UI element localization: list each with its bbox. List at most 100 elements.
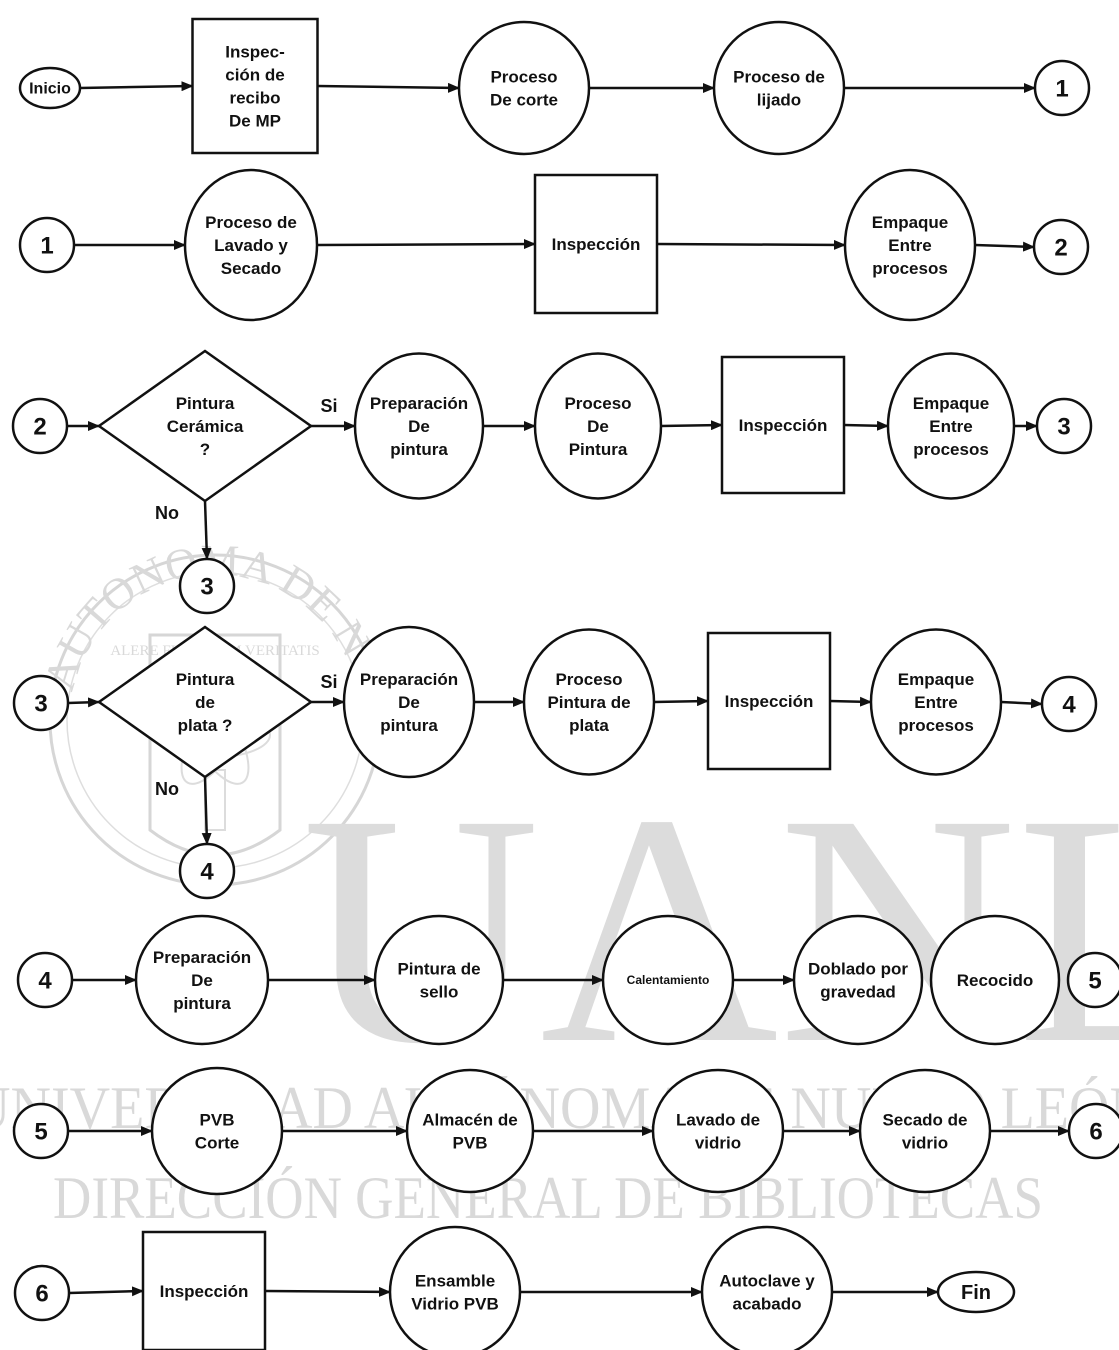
process-ellipse: [183, 168, 319, 322]
node-label-line: De MP: [229, 111, 281, 130]
node-label-line: gravedad: [820, 982, 896, 1001]
connector-node-r3_conn_in: 2: [11, 397, 69, 455]
process-ellipse: [405, 1068, 535, 1194]
node-label-line: Inspec-: [225, 42, 285, 61]
connector-node-r3_conn_no: 3: [178, 557, 236, 615]
edge-label-no: No: [155, 503, 179, 523]
flow-arrow-r1_box-to-r1_c1: [317, 82, 460, 93]
page-connector: [1066, 951, 1119, 1009]
ellipse-node-r5_c3: Calentamiento: [601, 914, 735, 1046]
node-label-line: Pintura: [176, 670, 235, 689]
page-connector: [18, 216, 76, 274]
flow-arrow-r2_box-to-r2_c2: [656, 239, 846, 250]
terminal-node-fin: Fin: [936, 1270, 1016, 1314]
node-label-line: lijado: [757, 90, 801, 109]
page-connector: [12, 674, 70, 732]
node-label-line: pintura: [390, 440, 448, 459]
process-ellipse: [712, 20, 846, 156]
process-ellipse: [134, 914, 270, 1046]
node-label-line: Proceso: [490, 67, 557, 86]
page-connector: [1033, 59, 1091, 117]
node-label-line: Empaque: [898, 670, 975, 689]
node-label-line: Recocido: [957, 971, 1034, 990]
connector-node-r4_conn_no: 4: [178, 842, 236, 900]
rect-node-r3_box: Inspección: [720, 355, 846, 495]
flow-arrow-r7_conn_in-to-r7_box: [68, 1286, 144, 1297]
flow-arrow-r4_box-to-r4_c3: [829, 696, 872, 707]
node-label-line: Cerámica: [167, 417, 244, 436]
node-label-line: Fin: [961, 1282, 991, 1304]
page-connector: [1035, 397, 1093, 455]
node-label-line: PVB: [200, 1110, 235, 1129]
node-label-line: plata: [569, 716, 609, 735]
node-label-line: Entre: [914, 693, 957, 712]
process-ellipse: [457, 20, 591, 156]
flow-arrow-r4_c3-to-r4_conn_out: [1000, 698, 1043, 709]
flow-arrow-inicio-to-r1_box: [79, 81, 194, 92]
inspection-box: [191, 17, 319, 155]
page-connector: [1032, 218, 1090, 276]
node-label-line: ción de: [225, 65, 285, 84]
flow-arrow-r3_box-to-r3_c3: [843, 420, 889, 431]
flow-arrow-r3_c2-to-r3_box: [660, 420, 723, 431]
page-connector: [11, 397, 69, 455]
node-label-line: Pintura: [569, 440, 628, 459]
node-label-line: pintura: [173, 994, 231, 1013]
node-label-line: 1: [1055, 75, 1068, 102]
rect-node-r7_box: Inspección: [141, 1230, 267, 1350]
node-label-line: vidrio: [695, 1133, 741, 1152]
ellipse-node-r6_c1: PVB Corte: [150, 1066, 284, 1196]
node-label-line: acabado: [733, 1294, 802, 1313]
terminal-oval: [936, 1270, 1016, 1314]
connector-node-r1_conn: 1: [1033, 59, 1091, 117]
flow-arrow-r2_c2-to-r2_conn_out: [974, 241, 1035, 252]
process-ellipse: [929, 914, 1061, 1046]
node-label-line: Pintura de: [397, 959, 480, 978]
node-label-line: 6: [35, 1280, 48, 1307]
node-label-line: 3: [1057, 413, 1070, 440]
node-label-line: Corte: [195, 1133, 239, 1152]
node-label-line: 4: [1062, 691, 1076, 718]
page-connector: [178, 842, 236, 900]
terminal-node-inicio: Inicio: [18, 66, 82, 110]
decision-diamond: [96, 349, 314, 503]
node-label-line: Vidrio PVB: [411, 1294, 499, 1313]
page-connector: [12, 1102, 70, 1160]
node-label-line: Entre: [888, 236, 931, 255]
node-label-line: Calentamiento: [627, 973, 710, 987]
connector-node-r5_conn_out: 5: [1066, 951, 1119, 1009]
node-label-line: Proceso: [555, 670, 622, 689]
edge-label-si: Si: [320, 396, 337, 416]
flow-arrow-r4_conn_in-to-r4_dec: [67, 697, 100, 708]
node-label-line: procesos: [872, 259, 948, 278]
decision-diamond: [96, 625, 314, 779]
node-label-line: procesos: [913, 440, 989, 459]
page-connector: [178, 557, 236, 615]
inspection-box: [720, 355, 846, 495]
process-ellipse: [388, 1225, 522, 1350]
rect-node-r4_box: Inspección: [706, 631, 832, 771]
node-label-line: Empaque: [913, 394, 990, 413]
node-label-line: 3: [34, 690, 47, 717]
node-label-line: Preparación: [360, 670, 458, 689]
process-ellipse: [342, 625, 476, 779]
node-label-line: 1: [40, 232, 53, 259]
node-label-line: Lavado de: [676, 1110, 760, 1129]
node-label-line: Entre: [929, 417, 972, 436]
node-label-line: Secado: [221, 259, 281, 278]
ellipse-node-r5_c5: Recocido: [929, 914, 1061, 1046]
edge-label-si: Si: [320, 672, 337, 692]
node-label-line: ?: [200, 440, 210, 459]
